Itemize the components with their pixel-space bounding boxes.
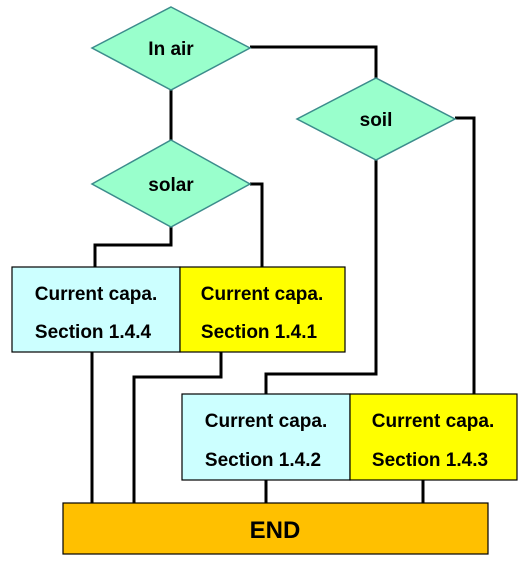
box-section-1-4-4-shape [11, 266, 181, 353]
connector-1-4-1-to-end [132, 352, 223, 503]
end-label: END [250, 517, 301, 544]
decision-solar: solar [90, 139, 252, 228]
end-terminal-shape [62, 502, 489, 555]
decision-soil-label: soil [360, 110, 393, 131]
box-section-1-4-2-line1: Current capa. [205, 411, 327, 432]
box-section-1-4-1-line1: Current capa. [201, 284, 323, 305]
box-section-1-4-1-shape [179, 266, 346, 353]
box-section-1-4-3-shape [349, 393, 518, 481]
decision-solar-shape [90, 139, 252, 228]
connector-soil-to-1-4-2 [264, 160, 378, 395]
box-section-1-4-3-line1: Current capa. [372, 411, 494, 432]
box-section-1-4-4-line1: Current capa. [35, 284, 157, 305]
box-section-1-4-2-line2: Section 1.4.2 [205, 450, 321, 471]
box-section-1-4-4: Current capa. Section 1.4.4 [11, 266, 181, 353]
connector-solar-to-1-4-4 [93, 227, 173, 268]
decision-soil: soil [295, 77, 457, 161]
decision-in-air-shape [90, 6, 252, 91]
box-section-1-4-4-line2: Section 1.4.4 [35, 322, 152, 343]
box-section-1-4-1-line2: Section 1.4.1 [201, 322, 318, 343]
decision-soil-shape [295, 77, 457, 161]
end-terminal: END [62, 502, 489, 555]
decision-solar-label: solar [148, 175, 194, 196]
box-section-1-4-3: Current capa. Section 1.4.3 [349, 393, 518, 481]
connectors [90, 45, 476, 503]
connector-solar-to-1-4-1 [250, 182, 264, 268]
box-section-1-4-2: Current capa. Section 1.4.2 [181, 393, 351, 481]
decision-in-air: In air [90, 6, 252, 91]
decision-in-air-label: In air [148, 39, 194, 60]
box-section-1-4-1: Current capa. Section 1.4.1 [179, 266, 346, 353]
connector-soil-to-1-4-3 [455, 116, 476, 395]
connector-inair-to-soil [250, 45, 378, 78]
box-section-1-4-3-line2: Section 1.4.3 [372, 450, 488, 471]
